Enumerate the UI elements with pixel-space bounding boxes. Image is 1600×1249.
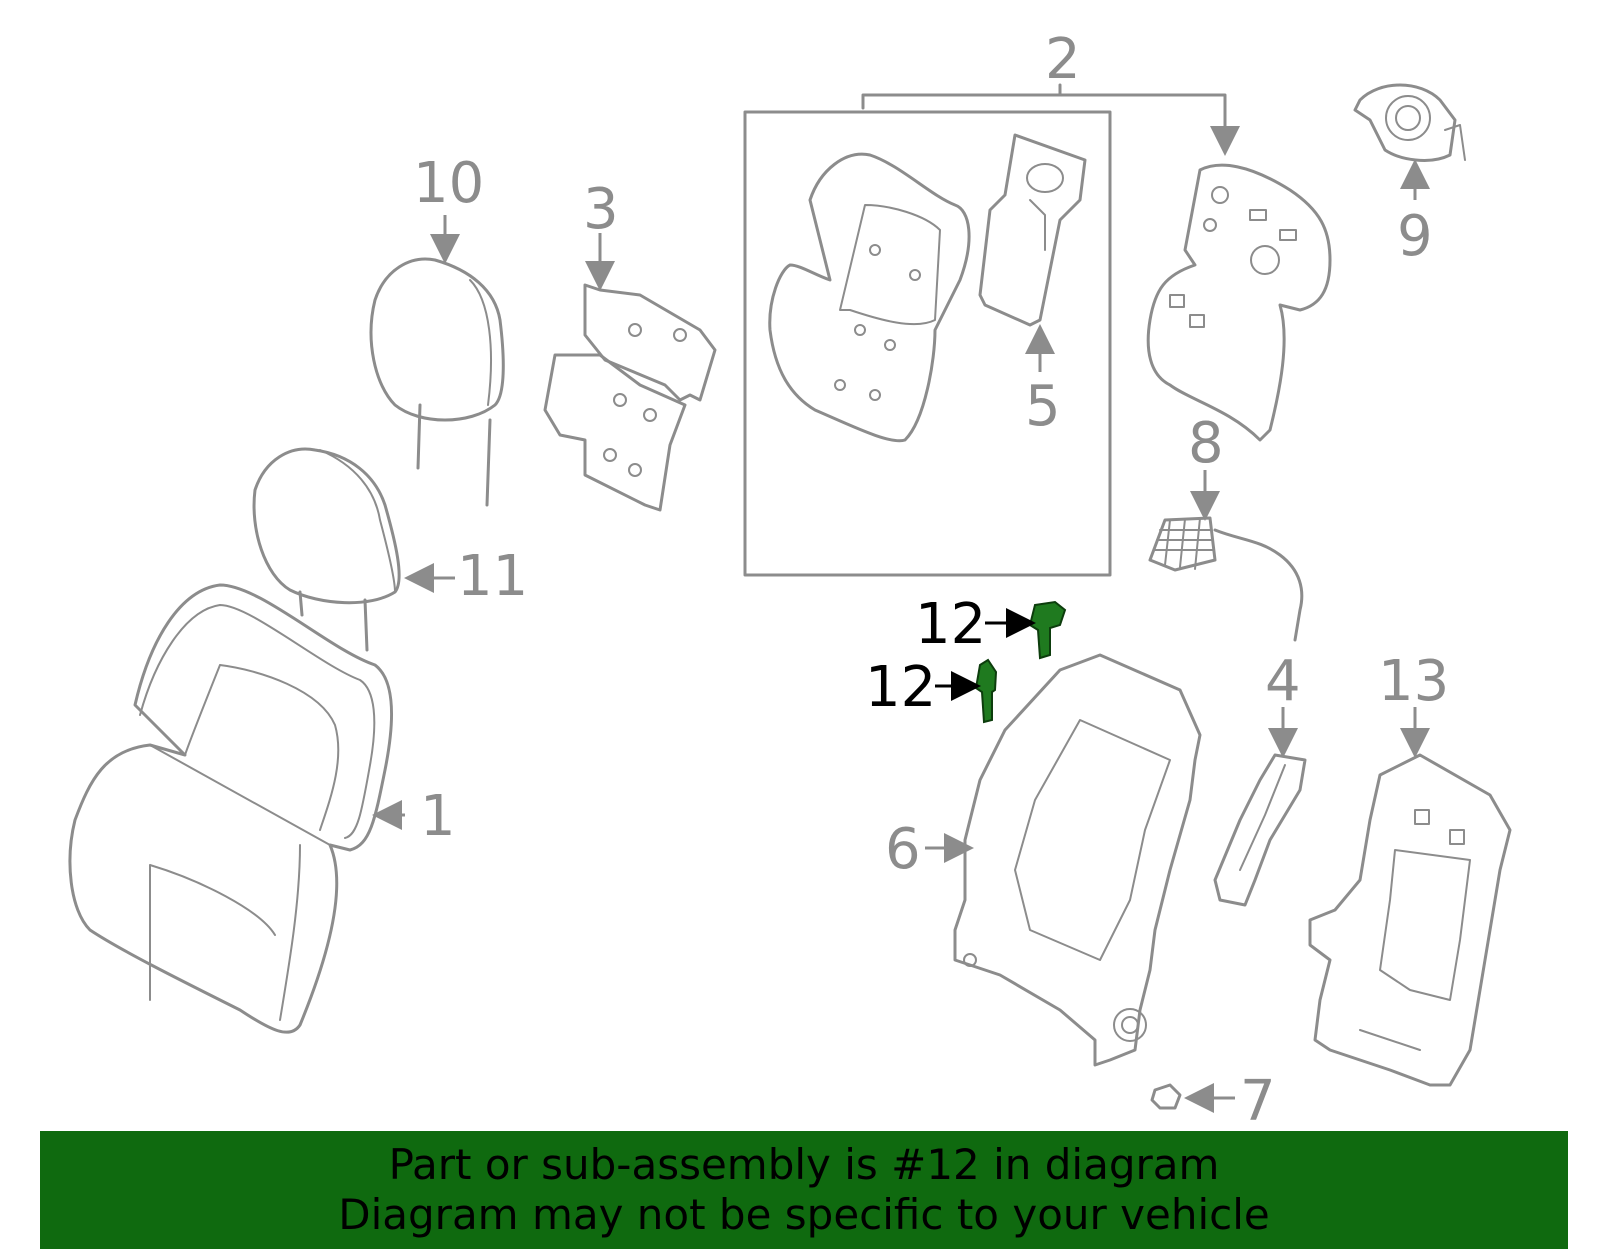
callout-2: 2 — [1045, 27, 1081, 92]
callout-5: 5 — [1025, 374, 1061, 439]
part-5-pad[interactable] — [978, 133, 1087, 327]
part-2-seat-cushion[interactable] — [768, 152, 971, 443]
callout-12-lower: 12 — [865, 655, 936, 720]
callout-1: 1 — [420, 784, 456, 849]
part-2-group-box — [743, 83, 1240, 577]
banner-line-2: Diagram may not be specific to your vehi… — [338, 1190, 1270, 1239]
callout-4: 4 — [1265, 649, 1301, 714]
callout-10: 10 — [413, 151, 484, 216]
part-8-heater-mat[interactable] — [1148, 516, 1304, 642]
part-11-headrest[interactable] — [252, 447, 401, 652]
callout-8: 8 — [1188, 411, 1224, 476]
callout-11: 11 — [457, 544, 528, 609]
info-banner: Part or sub-assembly is #12 in diagram D… — [40, 1131, 1568, 1249]
callout-labels: 1 2 3 4 5 6 7 8 9 10 11 12 12 13 — [413, 27, 1449, 1134]
part-9-motor[interactable] — [1353, 83, 1466, 162]
part-3-frame-panel[interactable] — [543, 283, 717, 512]
callout-7: 7 — [1240, 1069, 1276, 1134]
callout-13: 13 — [1378, 649, 1449, 714]
part-6-seat-back-frame[interactable] — [953, 653, 1202, 1067]
part-4-side-trim[interactable] — [1213, 753, 1307, 907]
part-12-clip-upper[interactable] — [1028, 600, 1067, 660]
part-10-headrest[interactable] — [369, 257, 505, 507]
callout-9: 9 — [1397, 204, 1433, 269]
part-2-frame-assembly[interactable] — [1146, 163, 1332, 442]
part-13-back-panel[interactable] — [1308, 753, 1512, 1087]
leader-lines — [372, 159, 1430, 1113]
part-12-clip-lower[interactable] — [974, 658, 998, 724]
part-7-bolt[interactable] — [1150, 1083, 1182, 1110]
part-1-seat-back-cover[interactable] — [68, 583, 393, 1034]
callout-3: 3 — [583, 177, 619, 242]
callout-6: 6 — [885, 817, 921, 882]
callout-12-upper: 12 — [915, 592, 986, 657]
banner-line-1: Part or sub-assembly is #12 in diagram — [388, 1140, 1220, 1189]
